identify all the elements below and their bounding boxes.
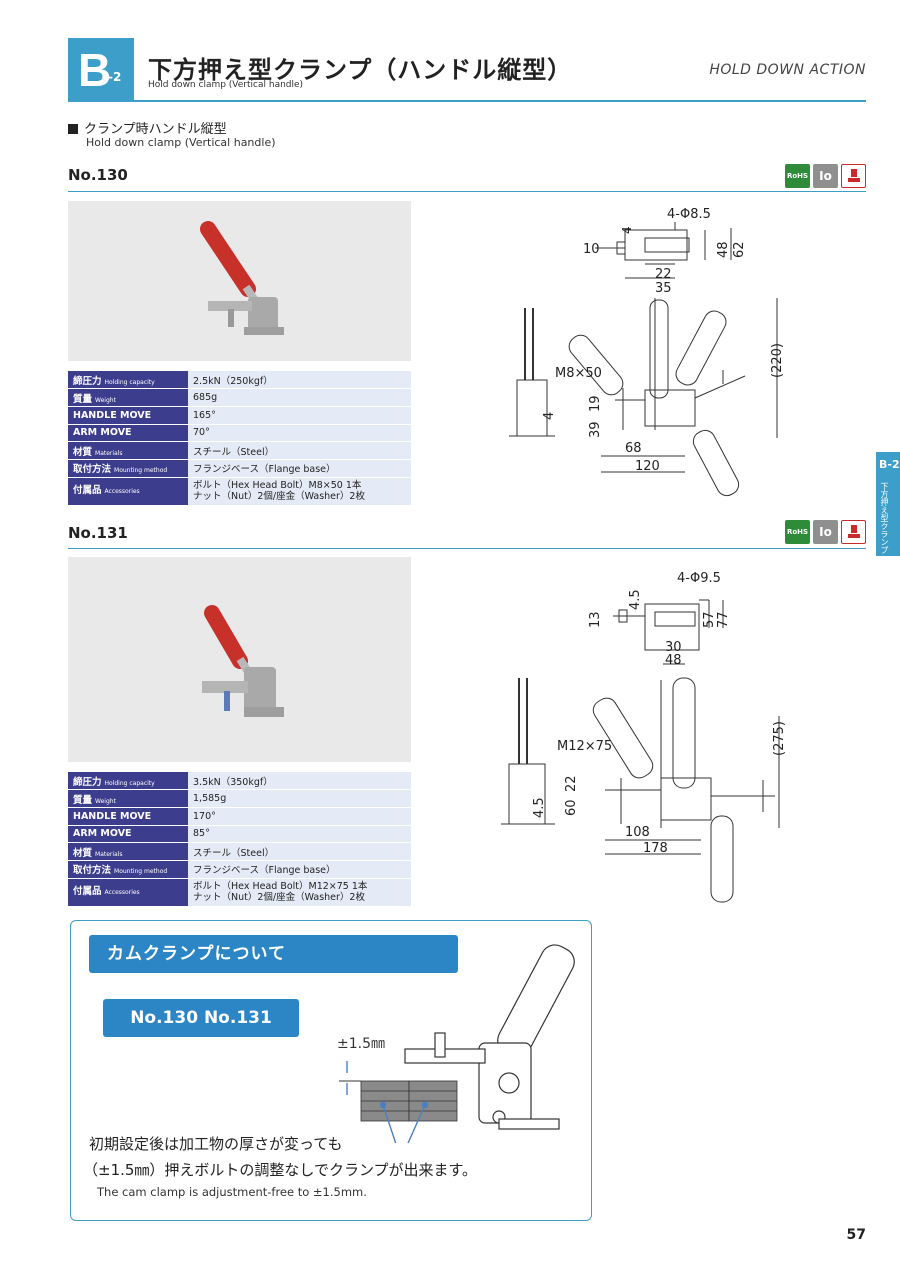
svg-text:M8×50: M8×50 [555, 366, 602, 381]
cert-icons-131: RoHS Io [785, 520, 866, 544]
product-photo-130 [68, 201, 411, 361]
dimension-drawing-130: 4-Φ8.5 10 4 48 62 22 35 M8×50 (220) 39 1… [509, 207, 785, 497]
page-subtitle: Hold down clamp (Vertical handle) [148, 80, 304, 90]
io-icon: Io [813, 164, 838, 188]
side-tab-text: 下方押え型クランプ [880, 482, 889, 554]
svg-text:(275): (275) [772, 721, 787, 756]
svg-text:22: 22 [564, 775, 579, 792]
category-label: HOLD DOWN ACTION [709, 62, 866, 78]
svg-text:48: 48 [716, 241, 731, 258]
svg-text:4: 4 [542, 412, 557, 420]
svg-text:(220): (220) [770, 343, 785, 378]
badge-letter: B [78, 44, 112, 96]
side-index-tab[interactable]: B-2 下方押え型クランプ [876, 452, 900, 556]
svg-text:178: 178 [643, 841, 668, 856]
section-badge: B -2 [68, 38, 134, 102]
side-tab-code: B-2 [879, 458, 900, 471]
model-title-130: No.130 [68, 166, 128, 184]
cam-tolerance-label: ±1.5㎜ [337, 1036, 385, 1052]
badge-suffix: -2 [108, 70, 122, 84]
svg-text:35: 35 [655, 281, 672, 296]
svg-text:60: 60 [564, 799, 579, 816]
plating-icon [841, 520, 866, 544]
plating-icon [841, 164, 866, 188]
svg-text:22: 22 [655, 267, 672, 282]
cam-description-en: The cam clamp is adjustment-free to ±1.5… [97, 1185, 367, 1199]
svg-text:108: 108 [625, 825, 650, 840]
svg-text:4.5: 4.5 [532, 797, 547, 818]
cam-description-jp-2: （±1.5㎜）押えボルトの調整なしでクランプが出来ます。 [83, 1161, 478, 1179]
cert-icons-130: RoHS Io [785, 164, 866, 188]
svg-text:30: 30 [665, 640, 682, 655]
header-divider [68, 100, 866, 102]
model-divider-130 [68, 191, 866, 192]
svg-text:120: 120 [635, 459, 660, 474]
svg-text:4-Φ8.5: 4-Φ8.5 [667, 207, 711, 222]
cam-clamp-illustration [339, 944, 575, 1143]
cam-description-jp-1: 初期設定後は加工物の厚さが変っても [89, 1135, 343, 1153]
svg-text:M12×75: M12×75 [557, 739, 612, 754]
svg-text:10: 10 [583, 242, 600, 257]
svg-text:77: 77 [716, 611, 731, 628]
svg-text:4-Φ9.5: 4-Φ9.5 [677, 571, 721, 586]
model-divider-131 [68, 548, 866, 549]
rohs-icon: RoHS [785, 164, 810, 188]
rohs-icon: RoHS [785, 520, 810, 544]
model-title-131: No.131 [68, 524, 128, 542]
svg-text:13: 13 [588, 611, 603, 628]
svg-text:19: 19 [588, 395, 603, 412]
io-icon: Io [813, 520, 838, 544]
svg-text:57: 57 [702, 611, 717, 628]
section-title: クランプ時ハンドル縦型 [68, 118, 227, 137]
svg-text:4.5: 4.5 [628, 589, 643, 610]
svg-text:68: 68 [625, 441, 642, 456]
svg-text:39: 39 [588, 421, 603, 438]
square-bullet-icon [68, 124, 78, 134]
cam-model-label: No.130 No.131 [103, 999, 299, 1037]
svg-text:4: 4 [620, 226, 634, 234]
svg-text:48: 48 [665, 653, 682, 668]
dimension-drawing-131: 4-Φ9.5 13 4.5 57 77 30 48 M12×75 (275) 6… [501, 571, 787, 903]
page-title: 下方押え型クランプ（ハンドル縦型） [148, 56, 573, 84]
clamp-photo-130 [200, 221, 284, 335]
page-number: 57 [846, 1227, 866, 1243]
section-subtitle: Hold down clamp (Vertical handle) [86, 136, 276, 149]
section-title-text: クランプ時ハンドル縦型 [84, 122, 227, 137]
clamp-photo-131 [202, 605, 284, 717]
product-photo-131 [68, 557, 411, 762]
cam-clamp-box: カムクランプについて No.130 No.131 ±1.5㎜ 初 [70, 920, 592, 1221]
svg-text:62: 62 [732, 241, 747, 258]
cam-box-title: カムクランプについて [89, 935, 458, 973]
